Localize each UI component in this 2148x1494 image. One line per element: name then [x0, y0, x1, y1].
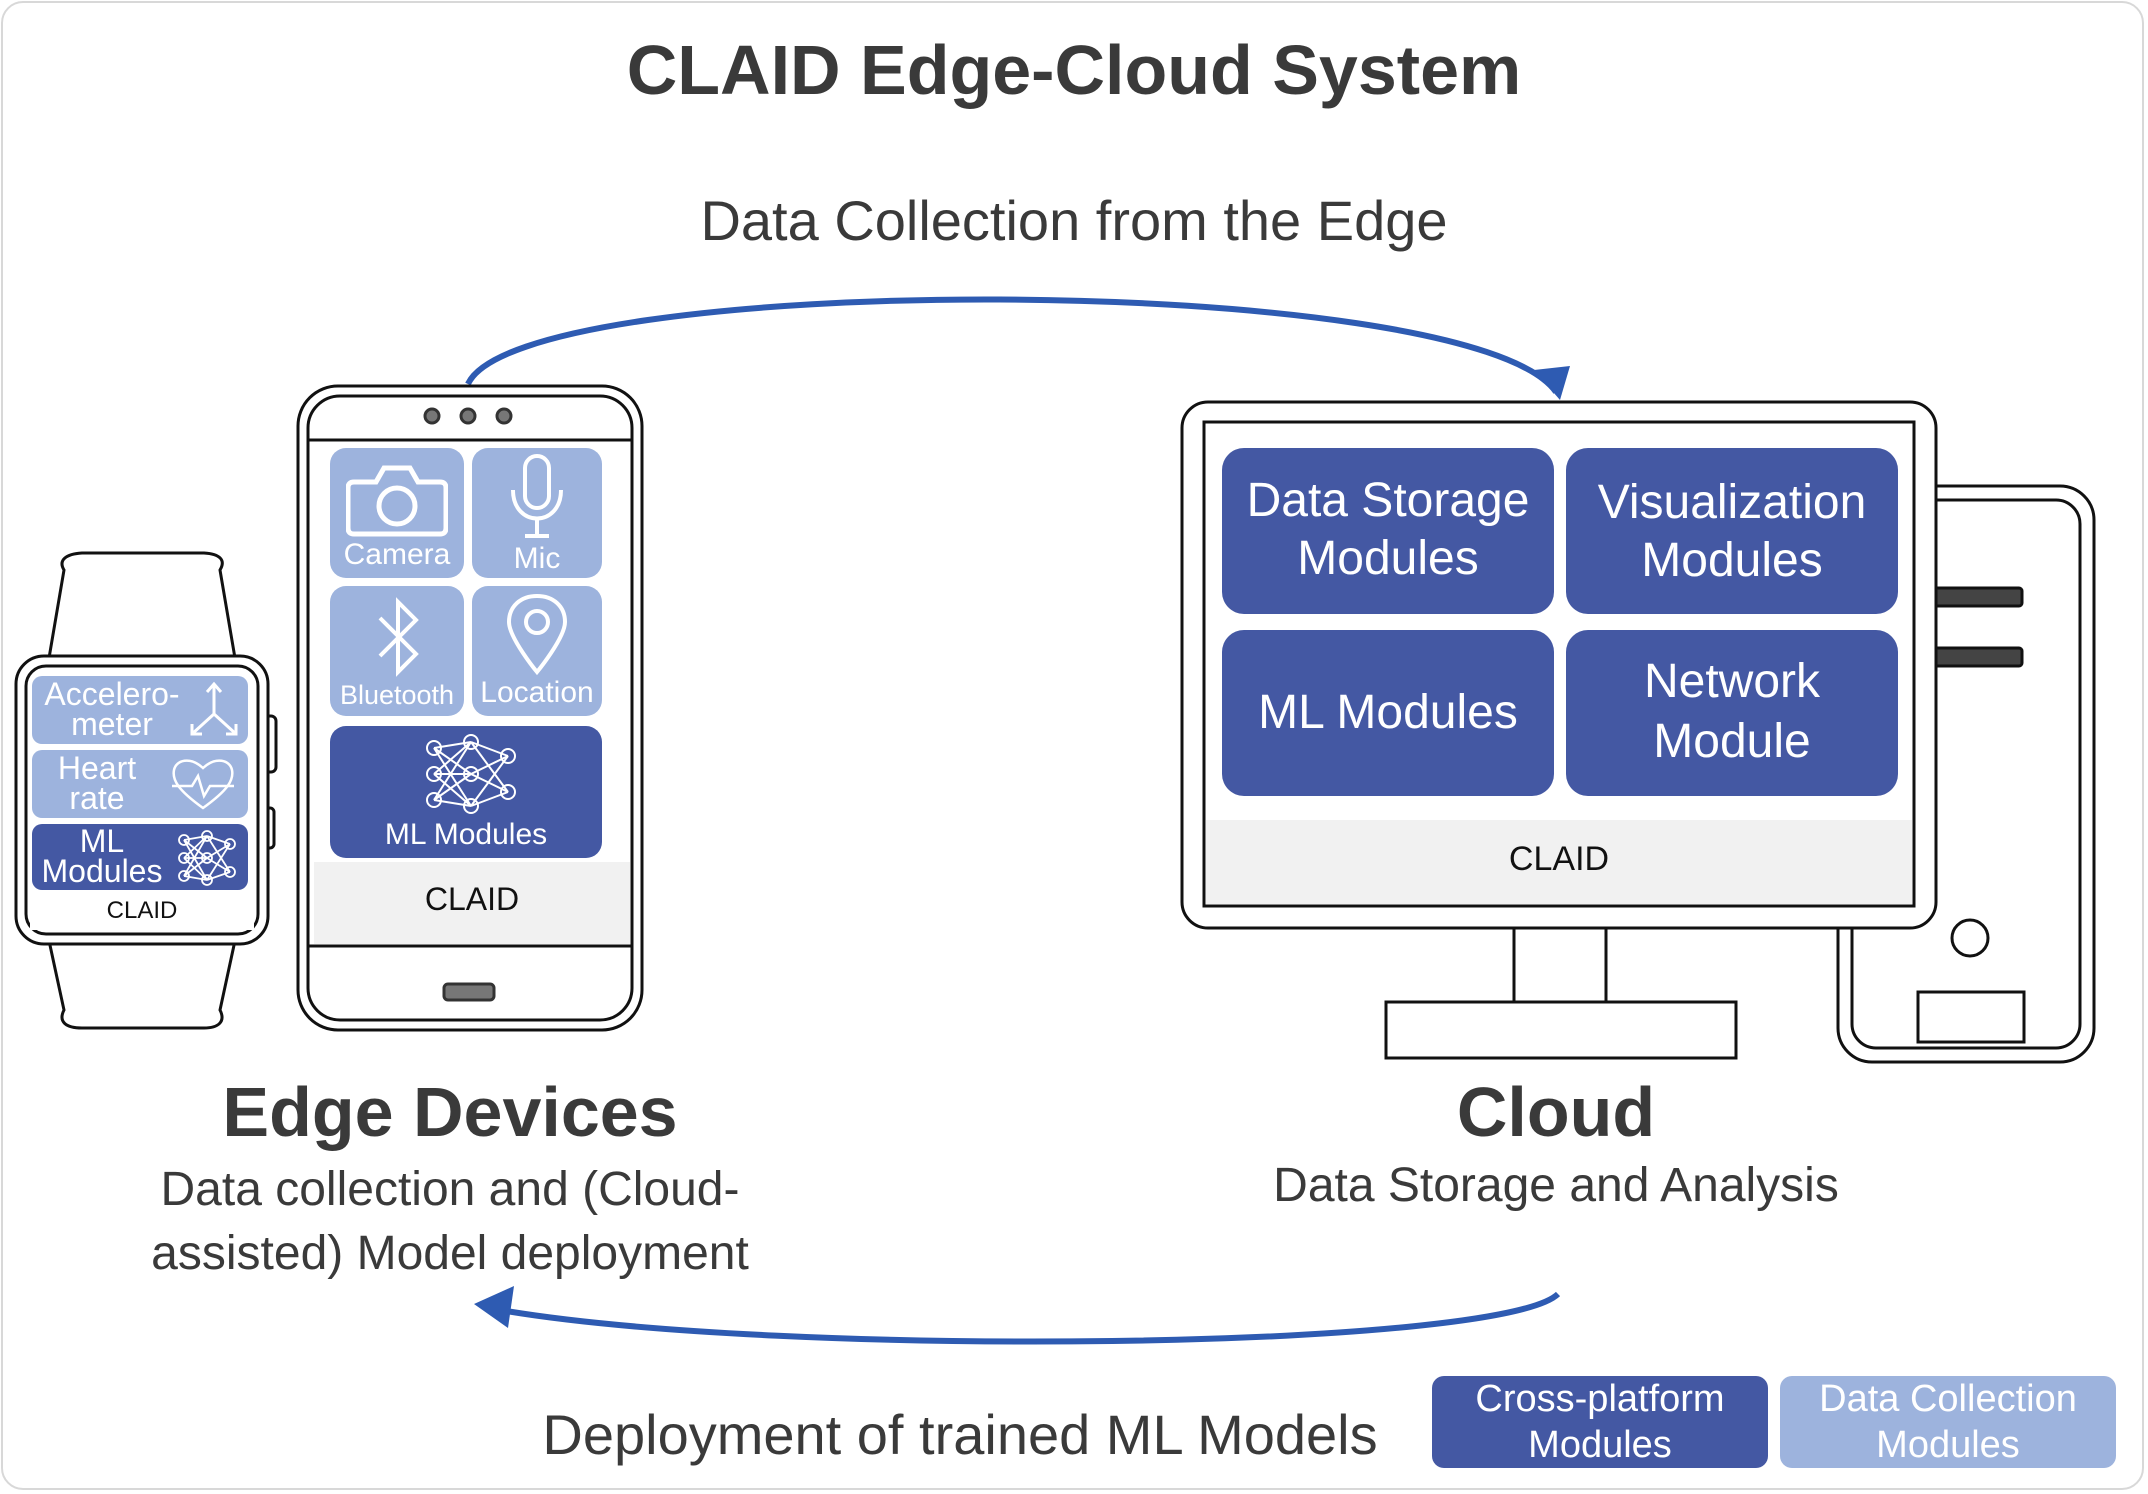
- microphone-icon: [511, 454, 563, 538]
- legend-line: Data Collection: [1819, 1378, 2077, 1420]
- watch-tile-label: Heart: [57, 750, 137, 786]
- monitor-tile-visualization: Visualization Modules: [1566, 448, 1898, 614]
- monitor-claid-footer: CLAID: [1206, 820, 1912, 904]
- bluetooth-icon: [378, 597, 419, 677]
- edge-devices-subtitle: Data collection and (Cloud-assisted) Mod…: [151, 1163, 749, 1280]
- flow-label-deployment: Deployment of trained ML Models: [542, 1403, 1378, 1466]
- arrow-edge-to-cloud: [465, 296, 1559, 394]
- monitor-tile-network: Network Module: [1566, 630, 1898, 796]
- watch-tile-label: Accelero-: [44, 676, 180, 712]
- camera-icon: [346, 465, 448, 537]
- edge-devices-title: Edge Devices: [222, 1073, 678, 1151]
- watch-tile-label: meter: [71, 706, 153, 742]
- monitor-tile-line: Data Storage: [1246, 474, 1530, 527]
- location-pin-icon: [506, 593, 568, 676]
- phone-tile-location: Location: [472, 586, 602, 716]
- monitor-tile-line: ML Modules: [1258, 686, 1518, 739]
- phone-tile-bluetooth: Bluetooth: [330, 586, 464, 716]
- phone-tile-label: Mic: [513, 542, 561, 575]
- phone-tile-camera: Camera: [330, 448, 464, 578]
- arrow-cloud-to-edge: [499, 1291, 1561, 1345]
- phone-tile-label: ML Modules: [384, 818, 548, 851]
- legend-line: Cross-platform: [1475, 1378, 1725, 1420]
- legend-line: Modules: [1528, 1424, 1672, 1466]
- watch-tile-label: Modules: [41, 853, 163, 889]
- cloud-title: Cloud: [1456, 1073, 1656, 1151]
- watch-tile-ml-modules: ML Modules: [32, 824, 248, 890]
- monitor-tile-ml-modules: ML Modules: [1222, 630, 1554, 796]
- monitor-tile-data-storage: Data Storage Modules: [1222, 448, 1554, 614]
- watch-tile-heart-rate: Heart rate: [32, 750, 248, 818]
- legend-line: Modules: [1876, 1424, 2020, 1466]
- monitor-tile-line: Modules: [1641, 534, 1823, 587]
- phone-tile-label: Bluetooth: [339, 680, 455, 710]
- watch-tile-label: rate: [69, 780, 125, 816]
- arrowhead-top: [1534, 366, 1570, 400]
- watch-claid-footer: CLAID: [30, 892, 254, 930]
- neural-network-icon: [426, 734, 516, 814]
- legend-data-collection-modules: Data Collection Modules: [1780, 1376, 2116, 1468]
- phone-tile-mic: Mic: [472, 448, 602, 578]
- phone-tile-label: Camera: [343, 538, 451, 571]
- diagram-title: CLAID Edge-Cloud System: [626, 31, 1522, 109]
- watch-tile-label: ML: [79, 823, 125, 859]
- legend-cross-platform-modules: Cross-platform Modules: [1432, 1376, 1768, 1468]
- monitor-tile-line: Visualization: [1597, 476, 1867, 529]
- neural-network-icon: [178, 830, 236, 886]
- phone-claid-footer: CLAID: [314, 862, 630, 944]
- flow-label-data-collection: Data Collection from the Edge: [700, 189, 1448, 252]
- phone-tile-ml-modules: ML Modules: [330, 726, 602, 858]
- watch-tile-accelerometer: Accelero- meter: [32, 676, 248, 744]
- phone-tile-label: Location: [480, 676, 594, 709]
- monitor-tile-line: Module: [1653, 715, 1811, 768]
- arrowhead-bottom: [474, 1286, 514, 1328]
- monitor-tile-line: Modules: [1297, 532, 1479, 585]
- cloud-subtitle: Data Storage and Analysis: [1273, 1159, 1839, 1212]
- monitor-tile-line: Network: [1643, 655, 1821, 708]
- heart-pulse-icon: [172, 759, 234, 810]
- accelerometer-axes-icon: [190, 681, 238, 736]
